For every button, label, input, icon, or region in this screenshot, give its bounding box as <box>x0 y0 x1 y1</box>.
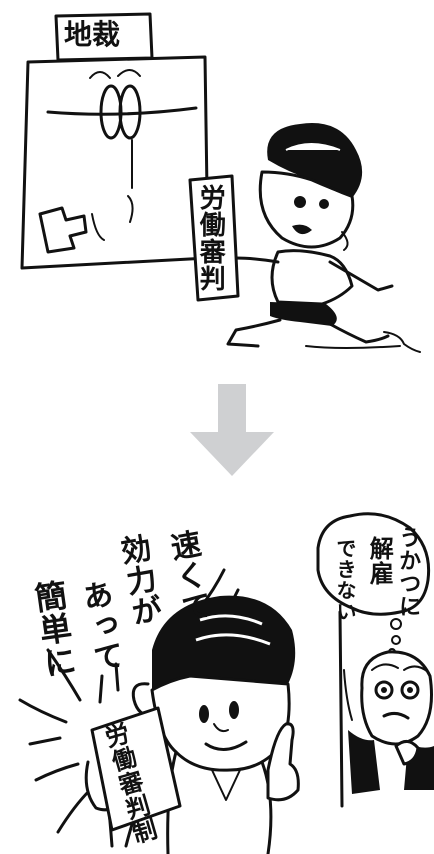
worker-mouth <box>292 224 312 235</box>
speaker-eye-left <box>199 705 209 723</box>
labor-tribunal-document <box>188 174 240 302</box>
thought-bubble <box>316 512 431 616</box>
labor-tribunal-system-document <box>90 706 182 832</box>
worker-pants <box>270 302 337 326</box>
employer-head <box>360 650 433 746</box>
court-hand <box>38 206 88 254</box>
court-building-figure <box>20 12 210 270</box>
speaker-mouth <box>204 740 248 751</box>
speaker-eye-right <box>229 701 239 719</box>
court-eye-left <box>99 84 123 140</box>
speaker-hair <box>152 595 296 690</box>
worker-shirt <box>270 249 354 306</box>
speaker-pointing-hand <box>266 722 300 802</box>
speaker-figure <box>84 595 300 854</box>
court-sign-label: 地裁 <box>64 18 121 51</box>
thought-bubble-line-cannot: できない <box>333 538 357 622</box>
labor-tribunal-document-label: 労働審判 <box>195 184 226 292</box>
employer-suit <box>348 730 380 794</box>
worker-eye <box>294 196 306 208</box>
worker-face <box>258 170 355 249</box>
worker-hair <box>267 123 363 198</box>
employer-figure <box>316 512 434 808</box>
employer-glasses-right <box>400 680 420 700</box>
running-worker-figure <box>226 123 421 353</box>
thought-bubble-line-carelessly: うかつに <box>395 526 421 618</box>
transition-arrow <box>190 384 274 476</box>
thought-bubble-line-dismissal: 解雇 <box>365 536 394 586</box>
speaker-face <box>150 674 291 772</box>
employer-glasses-left <box>374 680 394 700</box>
